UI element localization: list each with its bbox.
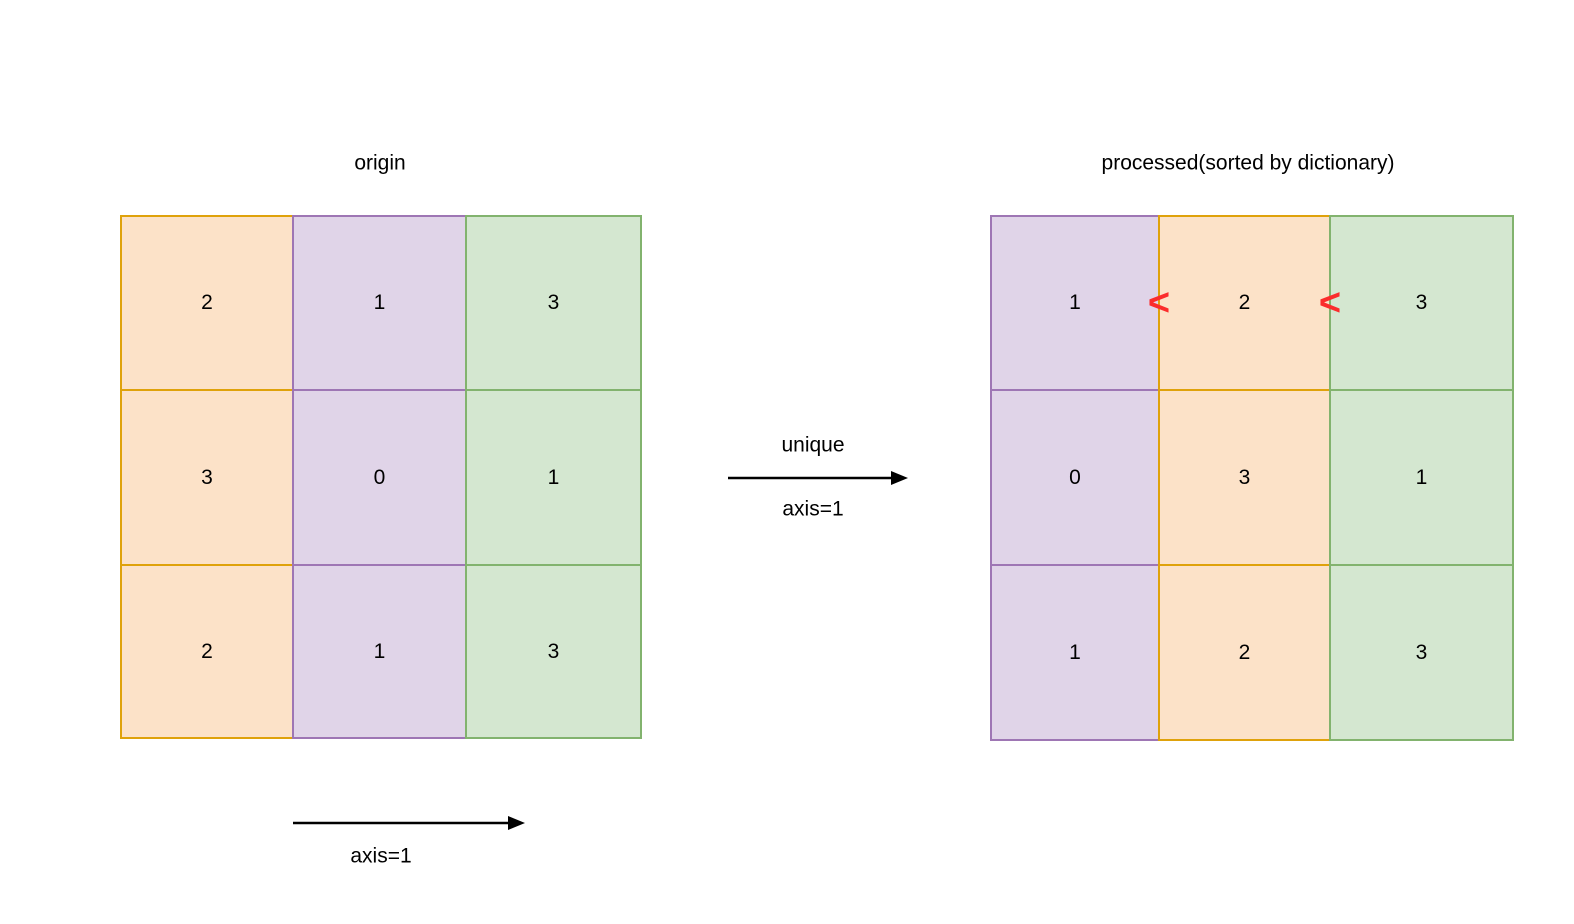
processed-cell-r0c0: 1 xyxy=(990,215,1160,391)
processed-matrix: 1 2 3 0 3 1 1 2 3 xyxy=(990,215,1514,741)
unique-arrow-icon xyxy=(728,471,908,485)
unique-arrow-bottom-label: axis=1 xyxy=(782,497,844,521)
processed-cell-r1c1: 3 xyxy=(1158,389,1331,566)
origin-matrix: 2 1 3 3 0 1 2 1 3 xyxy=(120,215,642,739)
origin-cell-r0c1: 1 xyxy=(292,215,467,391)
processed-caption: processed(sorted by dictionary) xyxy=(1101,151,1395,175)
origin-cell-r1c2: 1 xyxy=(465,389,642,566)
processed-cell-r1c0: 0 xyxy=(990,389,1160,566)
less-than-marker-icon-2: < xyxy=(1318,282,1342,324)
origin-cell-r0c0: 2 xyxy=(120,215,294,391)
unique-arrow-top-label: unique xyxy=(781,433,845,457)
origin-cell-r1c0: 3 xyxy=(120,389,294,566)
origin-caption: origin xyxy=(354,151,406,175)
origin-cell-r2c2: 3 xyxy=(465,564,642,739)
axis-direction-arrow-label: axis=1 xyxy=(350,844,412,868)
processed-cell-r2c2: 3 xyxy=(1329,564,1514,741)
axis-direction-arrow-icon xyxy=(293,816,525,830)
origin-cell-r2c0: 2 xyxy=(120,564,294,739)
processed-cell-r0c1: 2 xyxy=(1158,215,1331,391)
origin-cell-r0c2: 3 xyxy=(465,215,642,391)
origin-cell-r1c1: 0 xyxy=(292,389,467,566)
less-than-marker-icon-1: < xyxy=(1147,282,1171,324)
processed-cell-r0c2: 3 xyxy=(1329,215,1514,391)
origin-cell-r2c1: 1 xyxy=(292,564,467,739)
processed-cell-r2c0: 1 xyxy=(990,564,1160,741)
processed-cell-r1c2: 1 xyxy=(1329,389,1514,566)
processed-cell-r2c1: 2 xyxy=(1158,564,1331,741)
